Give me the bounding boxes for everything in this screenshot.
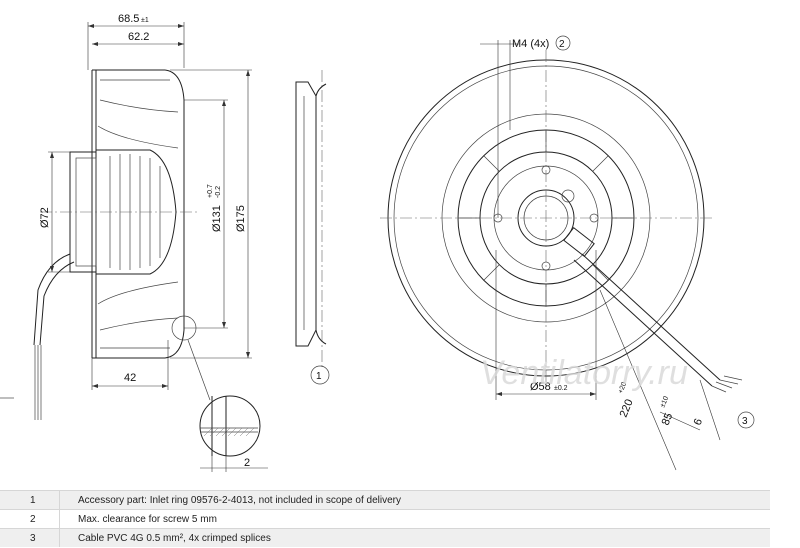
dim-dia-175: Ø175	[235, 205, 247, 232]
screw-label: M4 (4x)	[512, 38, 549, 50]
callout-cable: 3	[742, 416, 748, 427]
technical-drawing: 68.5 ±1 62.2	[0, 13, 755, 472]
dim-dia-58-tol: ±0.2	[554, 385, 568, 392]
legend-table: 1 Accessory part: Inlet ring 09576-2-401…	[0, 490, 770, 547]
dim-width-overall-tol: ±1	[141, 17, 149, 24]
legend-row: 2 Max. clearance for screw 5 mm	[0, 509, 770, 528]
dim-cable-220: 220	[618, 398, 636, 420]
dim-dia-131-tol-upper: +0.7	[207, 184, 214, 198]
dim-cable-220-tol: +20	[617, 381, 628, 395]
legend-number: 1	[0, 491, 60, 509]
legend-text: Cable PVC 4G 0.5 mm², 4x crimped splices	[78, 532, 271, 544]
legend-text: Accessory part: Inlet ring 09576-2-4013,…	[78, 494, 401, 506]
dim-dia-131-tol-lower: -0.2	[215, 186, 222, 198]
dim-clearance-2: 2	[244, 457, 250, 469]
legend-row: 3 Cable PVC 4G 0.5 mm², 4x crimped splic…	[0, 528, 770, 547]
front-view: M4 (4x) 2 Ø58 ±0.2 220 +20 85 ±10 6 3	[380, 35, 755, 471]
dim-dia-72: Ø72	[39, 207, 51, 228]
legend-row: 1 Accessory part: Inlet ring 09576-2-401…	[0, 490, 770, 509]
watermark: Ventilatorry.ru	[480, 354, 688, 392]
dim-cable-85: 85	[660, 411, 676, 427]
legend-number: 2	[0, 510, 60, 528]
inlet-ring-view: 1	[295, 70, 330, 385]
dim-cable-6: 6	[692, 417, 705, 427]
side-view: 68.5 ±1 62.2	[0, 13, 268, 472]
legend-text: Max. clearance for screw 5 mm	[78, 513, 217, 525]
dim-width-wheel: 62.2	[128, 31, 149, 43]
callout-inlet-ring: 1	[316, 371, 322, 382]
dim-dia-131: Ø131	[211, 205, 223, 232]
dim-width-overall: 68.5	[118, 13, 139, 25]
dim-cable-85-tol: ±10	[659, 395, 670, 409]
screw-ref: 2	[559, 39, 565, 50]
legend-number: 3	[0, 529, 60, 547]
dim-dia-58: Ø58	[530, 381, 551, 393]
dim-depth-42: 42	[124, 372, 136, 384]
